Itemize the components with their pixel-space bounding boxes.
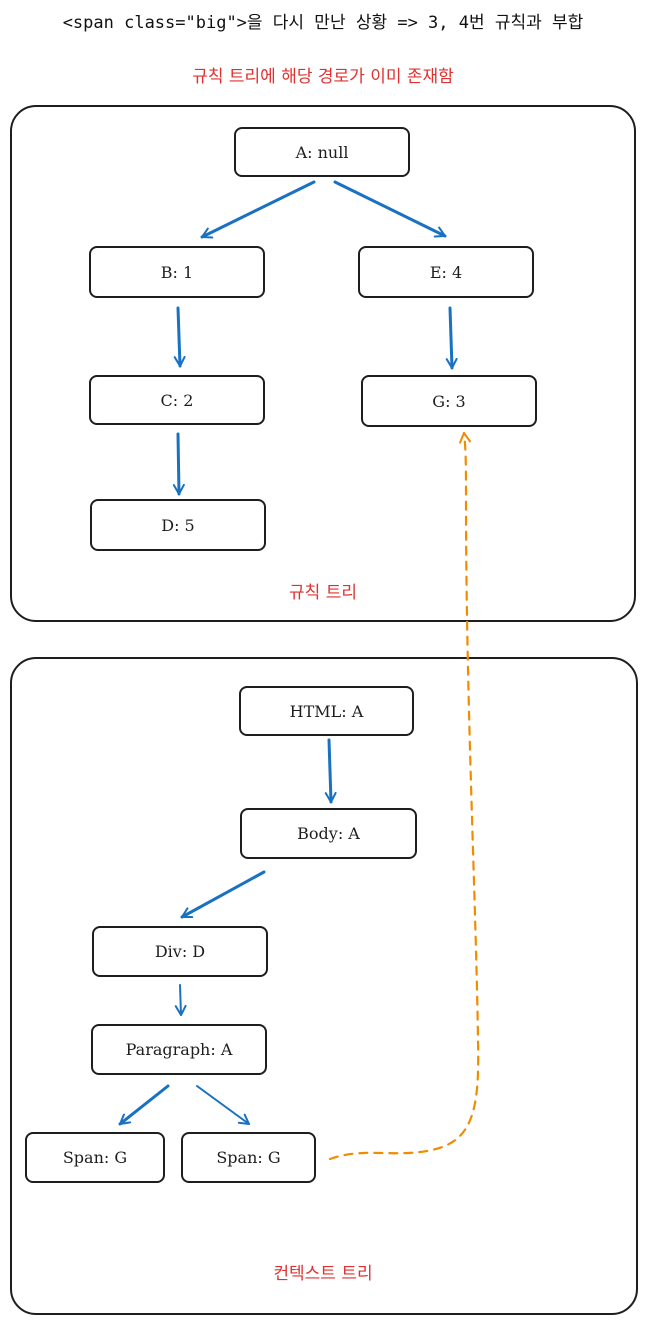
context-node-paragraph[interactable]: Paragraph: A xyxy=(91,1024,267,1075)
edge-b-c xyxy=(173,306,186,368)
edge-paragraph-span2 xyxy=(196,1085,250,1125)
rule-node-b[interactable]: B: 1 xyxy=(89,246,265,298)
context-tree-label: 컨텍스트 트리 xyxy=(273,1264,373,1284)
edge-span-to-g-dashed xyxy=(328,431,480,1161)
rule-node-d[interactable]: D: 5 xyxy=(90,499,266,551)
context-node-span-1[interactable]: Span: G xyxy=(25,1132,165,1183)
edge-div-paragraph xyxy=(174,984,187,1016)
edge-e-g xyxy=(445,306,458,370)
edge-html-body xyxy=(324,738,337,804)
diagram-subtitle: 규칙 트리에 해당 경로가 이미 존재함 xyxy=(192,67,454,87)
rule-node-a[interactable]: A: null xyxy=(234,127,410,177)
edge-body-div xyxy=(180,870,266,919)
edge-paragraph-span1 xyxy=(118,1084,170,1126)
context-node-body[interactable]: Body: A xyxy=(240,808,417,859)
rule-node-c[interactable]: C: 2 xyxy=(89,375,265,425)
context-node-span-2[interactable]: Span: G xyxy=(181,1132,316,1183)
diagram-title: <span class="big">을 다시 만난 상황 => 3, 4번 규칙… xyxy=(62,13,584,33)
context-node-div[interactable]: Div: D xyxy=(92,926,268,977)
edge-a-e xyxy=(333,180,447,238)
context-node-html[interactable]: HTML: A xyxy=(239,686,414,736)
rule-node-e[interactable]: E: 4 xyxy=(358,246,534,298)
rule-node-g[interactable]: G: 3 xyxy=(361,375,537,427)
rule-tree-panel xyxy=(10,105,636,622)
edge-c-d xyxy=(172,432,185,496)
context-tree-panel xyxy=(10,657,638,1315)
rule-tree-label: 규칙 트리 xyxy=(289,583,357,603)
edge-a-b xyxy=(200,180,316,239)
